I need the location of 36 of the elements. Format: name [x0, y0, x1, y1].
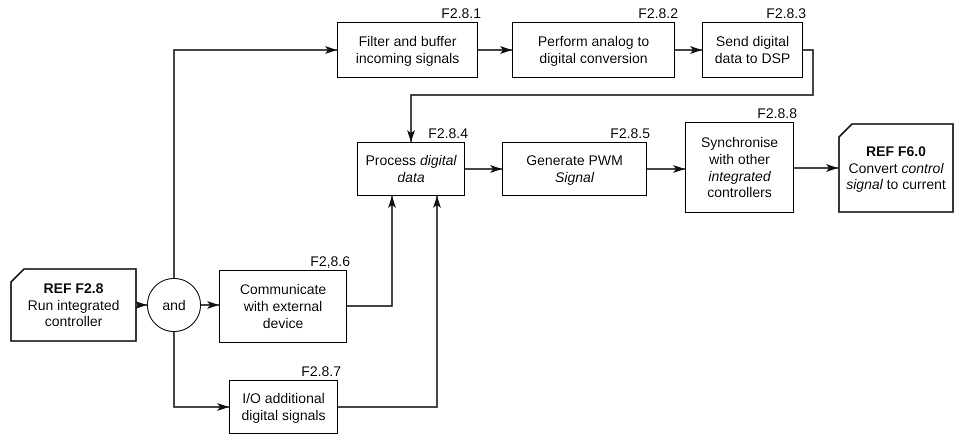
arrow [201, 301, 219, 309]
node-text: Send digital data to DSP [714, 33, 792, 67]
node-text: Convert control signal to current [845, 160, 947, 194]
reference-heading: REF F2.8 [44, 280, 104, 297]
reference-number: F2.8.2 [638, 5, 678, 22]
node-text: Communicate with external device [238, 281, 328, 332]
arrow [347, 196, 396, 307]
reference-number: F2.8.4 [428, 125, 468, 142]
reference-number: F2,8.6 [310, 253, 350, 270]
reference-heading: REF F6.0 [866, 142, 926, 160]
reference-box [10, 268, 137, 342]
reference-box [838, 123, 954, 213]
reference-number: F2.8.5 [610, 125, 650, 142]
arrow [675, 46, 702, 54]
reference-number: F2.8.7 [301, 363, 341, 380]
arrow [173, 332, 229, 411]
node-text: I/O additional digital signals [240, 390, 327, 424]
arrow [794, 164, 838, 172]
node-text: Synchronise with other integrated controllers [700, 134, 780, 202]
reference-number: F2.8.3 [766, 5, 806, 22]
node-text: Generate PWM Signal [525, 152, 624, 186]
reference-number: F2.8.1 [441, 5, 481, 22]
node-text: Filter and buffer incoming signals [354, 33, 460, 67]
arrow [338, 196, 441, 408]
arrow [647, 165, 685, 173]
arrow [465, 165, 502, 173]
arrow [407, 49, 814, 142]
node-text: Run integrated controller [26, 296, 120, 330]
arrow [135, 301, 147, 309]
arrow [478, 46, 512, 54]
node-text: Perform analog to digital conversion [536, 33, 650, 67]
node-text: Process digital data [364, 152, 458, 186]
junction-circle [147, 278, 201, 332]
node-text: and [162, 296, 186, 314]
reference-number: F2.8.8 [757, 105, 797, 122]
arrow [173, 46, 337, 278]
